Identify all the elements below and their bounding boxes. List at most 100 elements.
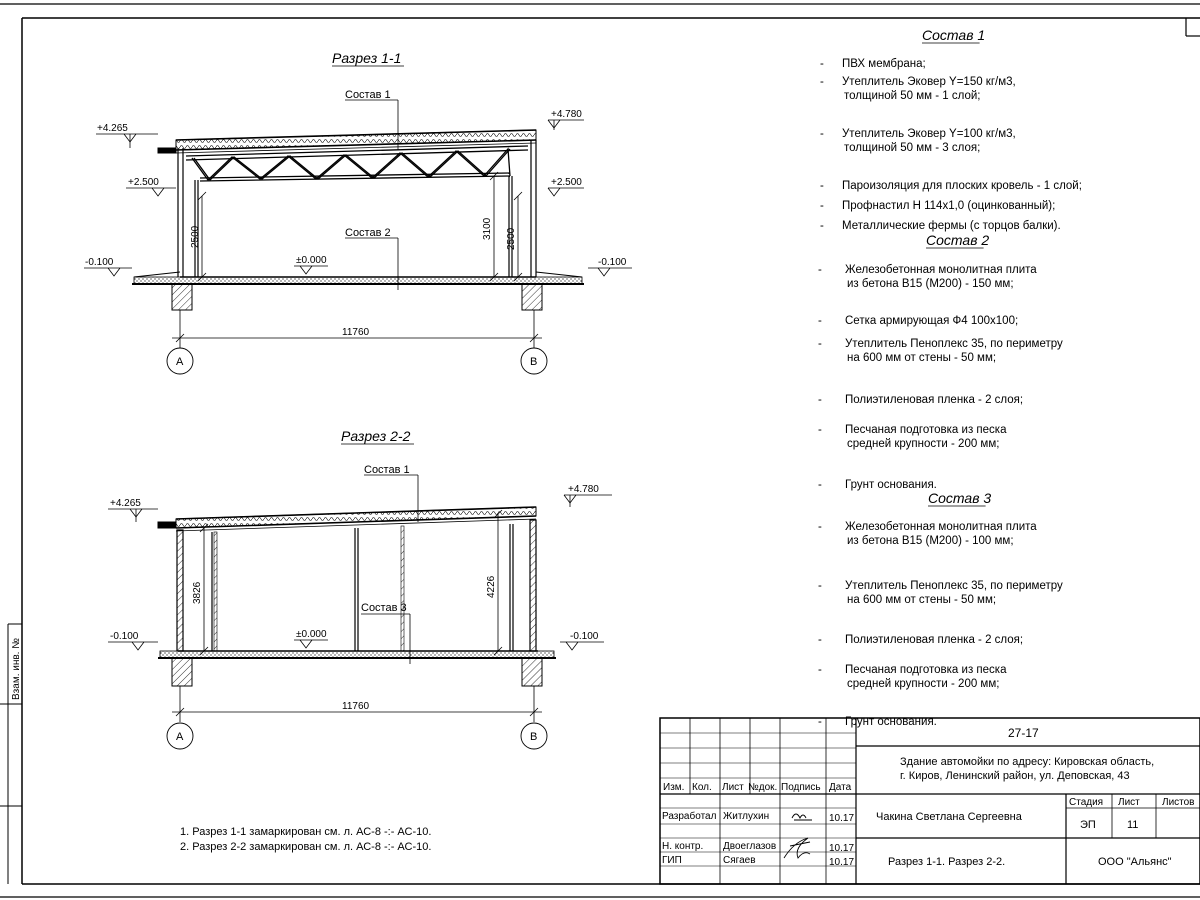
axis-b-label-2: В — [530, 731, 537, 743]
spec-item-1-1: ПВХ мембрана; — [842, 58, 926, 70]
tb-sheet: 11 — [1127, 819, 1138, 831]
spec-item-2-1: из бетона В15 (М200) - 150 мм; — [847, 278, 1014, 290]
spec-bullet: - — [820, 180, 824, 192]
tb-name-2: Двоеглазов — [723, 841, 776, 852]
notes: 1. Разрез 1-1 замаркирован см. л. АС-8 -… — [180, 826, 431, 853]
spec-item-3-2: на 600 мм от стены - 50 мм; — [847, 594, 996, 606]
roof-label-1b: Состав 1 — [364, 464, 410, 476]
spec-bullet: - — [818, 394, 822, 406]
spec-bullet: - — [820, 200, 824, 212]
elev-right-ground: -0.100 — [598, 257, 627, 268]
spec-bullet: - — [820, 128, 824, 140]
floor-label-3: Состав 3 — [361, 602, 407, 614]
tb-sheet-label: Лист — [1118, 797, 1140, 808]
vertical-dimensions-2 — [199, 509, 503, 656]
tb-date-3: 10.17 — [829, 857, 854, 868]
spec-item-1-3: Утеплитель Эковер Y=100 кг/м3, — [842, 128, 1016, 140]
elev-right-ground-2: -0.100 — [570, 631, 599, 642]
foundation-right-2 — [521, 657, 543, 687]
tb-code: 27-17 — [1008, 726, 1039, 740]
tb-col-izm: Изм. — [663, 782, 684, 793]
walls — [177, 140, 537, 277]
spec-item-1-4: Пароизоляция для плоских кровель - 1 сло… — [842, 180, 1082, 192]
foundation-left — [171, 283, 193, 311]
dim-right-a: 3100 — [482, 217, 493, 240]
tb-stage: ЭП — [1080, 819, 1096, 831]
spec-item-1-3: толщиной 50 мм - 3 слоя; — [844, 142, 980, 154]
spec-bullet: - — [818, 338, 822, 350]
spec-item-3-2: Утеплитель Пеноплекс 35, по периметру — [845, 580, 1063, 592]
spec-bullet: - — [818, 716, 822, 728]
axis-bubble-b — [520, 347, 548, 375]
roof-slab-2 — [157, 506, 537, 532]
tb-col-podpis: Подпись — [781, 782, 821, 793]
spec-item-2-6: Грунт основания. — [845, 479, 937, 491]
spec-item-2-3: Утеплитель Пеноплекс 35, по периметру — [845, 338, 1063, 350]
elevation-marks-2 — [108, 494, 612, 651]
side-stamp-label: Взам. инв. № — [11, 638, 22, 700]
vertical-dimensions — [197, 171, 523, 282]
spec-bullet: - — [818, 424, 822, 436]
tb-company: ООО "Альянс" — [1098, 856, 1172, 868]
tb-role-3: ГИП — [662, 855, 682, 866]
spec-item-3-3: Полиэтиленовая пленка - 2 слоя; — [845, 634, 1023, 646]
spec-item-3-4: Песчаная подготовка из песка — [845, 664, 1007, 676]
tb-role-2: Н. контр. — [662, 841, 703, 852]
signature-1 — [791, 813, 812, 821]
tb-sheet-title: Разрез 1-1. Разрез 2-2. — [888, 856, 1005, 868]
elevation-marks — [84, 119, 632, 277]
spec-bullet: - — [820, 220, 824, 232]
elev-left-top-2: +4.265 — [110, 498, 141, 509]
section-2-2: Разрез 2-2 Со — [108, 428, 612, 750]
tb-col-ndok: №док. — [748, 782, 777, 793]
roof-slab — [157, 129, 537, 154]
roof-truss — [185, 145, 529, 182]
floor-label-2: Состав 2 — [345, 227, 391, 239]
elev-left-ground: -0.100 — [85, 257, 114, 268]
spec-title-2: Состав 2 — [926, 232, 989, 248]
spec-bullet: - — [818, 634, 822, 646]
span-dimension — [172, 310, 542, 348]
spec-item-1-6: Металлические фермы (с торцов балки). — [842, 220, 1061, 232]
spec-bullet: - — [818, 580, 822, 592]
spec-bullet: - — [818, 521, 822, 533]
title-block-text: 27-17 Здание автомойки по адресу: Кировс… — [662, 726, 1195, 868]
span-dimension-2 — [172, 686, 542, 722]
spec-item-1-2: толщиной 50 мм - 1 слой; — [844, 90, 980, 102]
tb-sheets-label: Листов — [1162, 797, 1195, 808]
ground-line-2 — [158, 650, 556, 659]
spec-item-1-5: Профнастил Н 114х1,0 (оцинкованный); — [842, 200, 1055, 212]
spec-item-2-3: на 600 мм от стены - 50 мм; — [847, 352, 996, 364]
elev-left-top: +4.265 — [97, 123, 128, 134]
elev-right-top-2: +4.780 — [568, 484, 599, 495]
tb-col-list: Лист — [722, 782, 744, 793]
spec-item-3-1: из бетона В15 (М200) - 100 мм; — [847, 535, 1014, 547]
span-value: 11760 — [342, 327, 370, 338]
axis-bubble-a — [166, 347, 194, 375]
section-1-title: Разрез 1-1 — [332, 50, 401, 66]
walls-2 — [176, 519, 537, 652]
spec-item-2-1: Железобетонная монолитная плита — [845, 264, 1037, 276]
elev-right-mid: +2.500 — [551, 177, 582, 188]
spec-bullet: - — [820, 58, 824, 70]
tb-role-1: Разработал — [662, 810, 717, 822]
spec-bullet: - — [818, 264, 822, 276]
spec-item-2-5: средней крупности - 200 мм; — [847, 438, 999, 450]
spec-item-2-4: Полиэтиленовая пленка - 2 слоя; — [845, 394, 1023, 406]
elev-left-ground-2: -0.100 — [110, 631, 139, 642]
axis-bubble-a-2 — [166, 722, 194, 750]
tb-name-3: Сягаев — [723, 855, 756, 866]
spec-bullet: - — [818, 479, 822, 491]
span-value-2: 11760 — [342, 701, 370, 712]
spec-item-3-4: средней крупности - 200 мм; — [847, 678, 999, 690]
signature-2 — [783, 837, 811, 859]
dim-left-2: 3826 — [192, 581, 203, 604]
spec-bullet: - — [818, 664, 822, 676]
foundation-left-2 — [171, 657, 193, 687]
dim-right-2: 4226 — [486, 575, 497, 598]
axis-bubble-b-2 — [520, 722, 548, 750]
tb-col-kol: Кол. — [692, 782, 712, 793]
tb-name-1: Житлухин — [723, 811, 769, 822]
tb-project-1: Здание автомойки по адресу: Кировская об… — [900, 756, 1154, 768]
tb-stage-label: Стадия — [1069, 797, 1103, 808]
